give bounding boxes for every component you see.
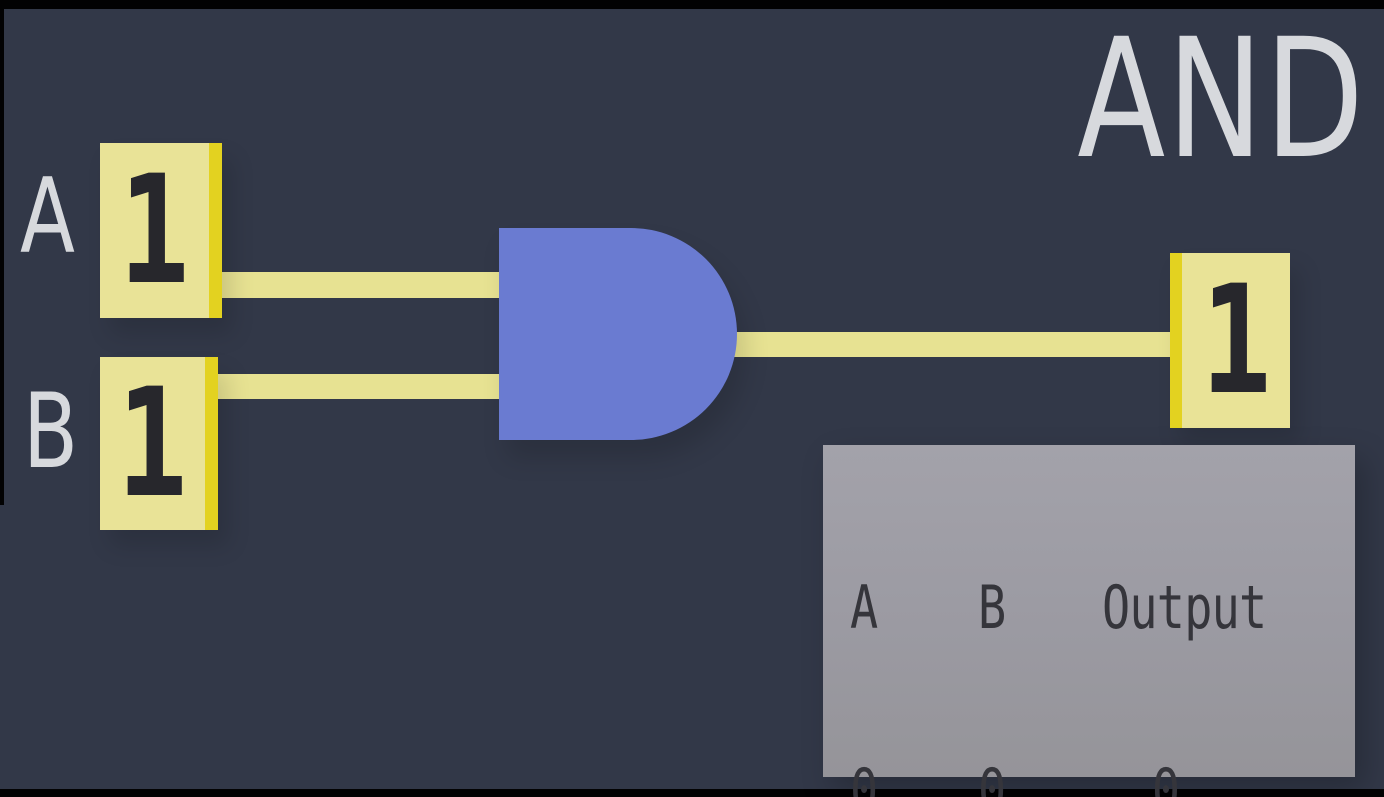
- input-b-box-bevel: [205, 357, 218, 530]
- input-a-toggle-box[interactable]: 1: [100, 143, 222, 318]
- truth-table-cell: 0: [1151, 756, 1180, 797]
- gate-type-title: AND: [996, 17, 1365, 182]
- truth-table-header-b: B: [978, 573, 1006, 643]
- truth-table-header-a: A: [850, 573, 878, 643]
- input-a-label: A: [20, 157, 75, 277]
- truth-table-column-output: Output 0 0 0 1: [1102, 456, 1267, 797]
- truth-table-column-b: B 0 1 0 1: [978, 456, 1142, 797]
- output-value-box: 1: [1170, 253, 1290, 428]
- gate-type-title-text: AND: [1076, 3, 1365, 195]
- input-a-box-bevel: [209, 143, 222, 318]
- truth-table-header-output: Output: [1102, 573, 1267, 643]
- truth-table-cell: 0: [978, 756, 1006, 797]
- input-b-label: B: [23, 372, 79, 492]
- truth-table-cell: 0: [850, 756, 878, 797]
- output-value: 1: [1200, 253, 1272, 428]
- input-a-value: 1: [119, 143, 190, 318]
- letterbox-bottom-bar: [0, 789, 1384, 797]
- letterbox-top-bar: [0, 0, 1384, 9]
- wire-output: [720, 332, 1185, 357]
- truth-table-column-a: A 0 0 1 1: [850, 456, 1014, 797]
- and-gate-body[interactable]: [499, 228, 737, 440]
- truth-table: A 0 0 1 1 B 0 1 0 1 Output 0 0 0 1: [823, 445, 1355, 797]
- output-box-bevel: [1170, 253, 1182, 428]
- wire-input-b: [205, 374, 520, 399]
- input-b-value: 1: [117, 356, 188, 531]
- wire-input-a: [205, 272, 520, 298]
- input-b-toggle-box[interactable]: 1: [100, 357, 218, 530]
- letterbox-left-edge: [0, 0, 4, 505]
